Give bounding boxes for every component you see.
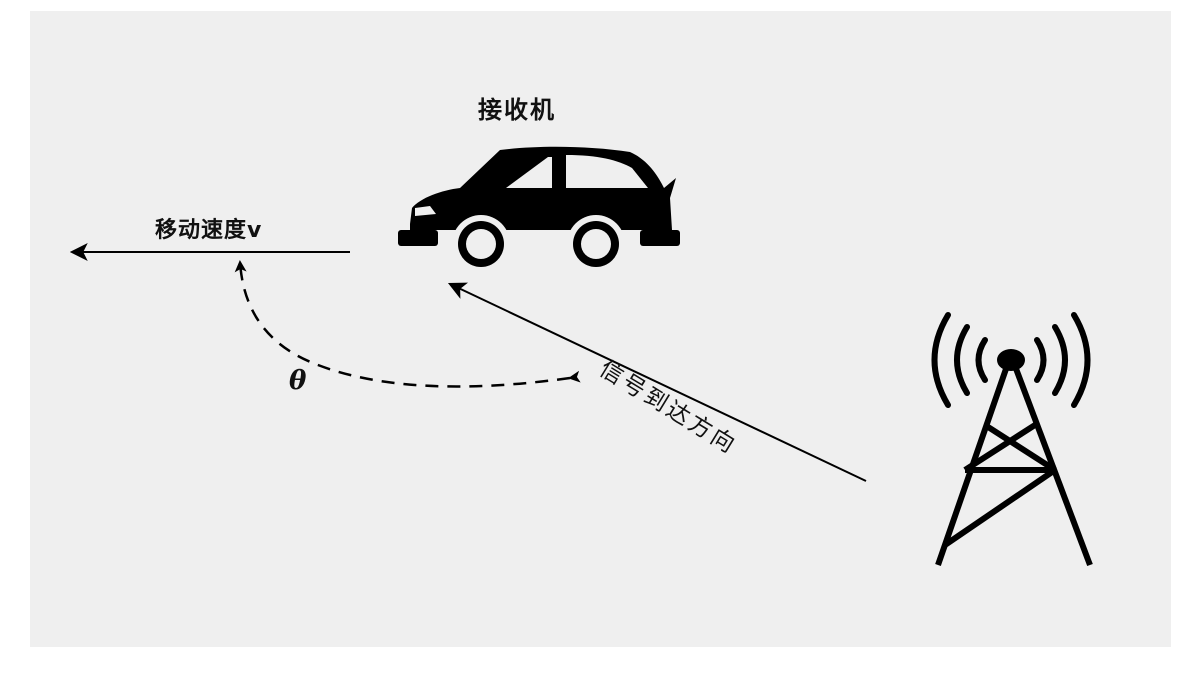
car-icon [398,146,680,273]
cell-tower-icon [931,312,1093,567]
receiver-label: 接收机 [478,96,556,124]
angle-arc [234,260,581,388]
diagram-panel [30,11,1171,647]
velocity-label: 移动速度v [155,218,263,243]
angle-label: θ [289,366,307,396]
